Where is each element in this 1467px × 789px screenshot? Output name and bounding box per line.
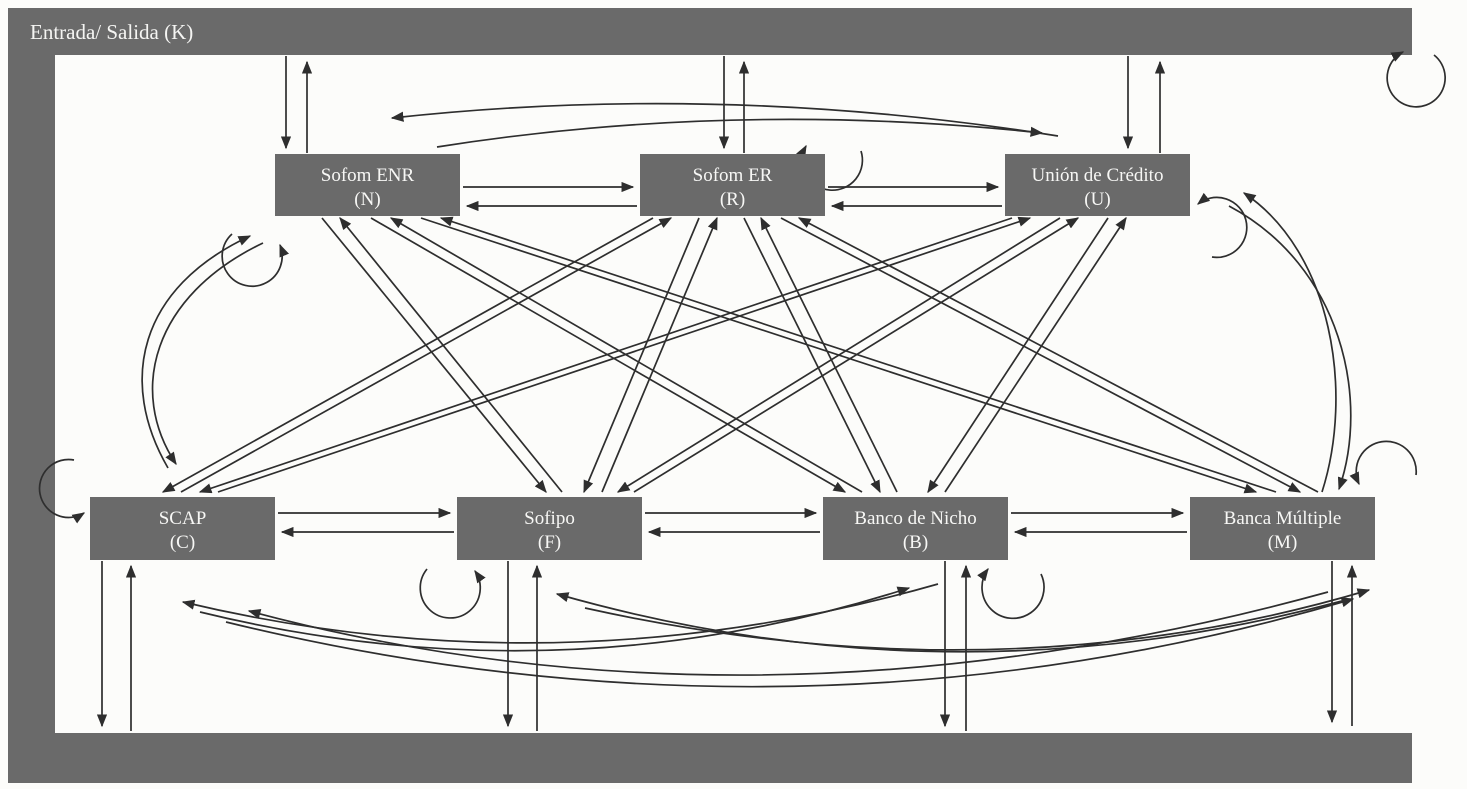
- node-label-N: Sofom ENR: [321, 165, 415, 186]
- edge-U-to-F: [616, 217, 1061, 493]
- node-box-R: [640, 154, 825, 216]
- edge-U-to-B: [927, 217, 1109, 494]
- node-sublabel-U: (U): [1084, 189, 1110, 210]
- node-sublabel-C: (C): [170, 532, 195, 553]
- edge-B-to-U: [944, 216, 1127, 493]
- edge-F-to-R: [601, 216, 718, 493]
- edge-C-to-M: [225, 597, 1355, 688]
- edges-layer: [96, 56, 1371, 731]
- self-loop-N: [221, 233, 289, 288]
- edge-N-to-U: [436, 118, 1044, 148]
- node-label-R: Sofom ER: [693, 165, 773, 186]
- node-box-N: [275, 154, 460, 216]
- self-loop-C: [38, 458, 86, 524]
- edge-R-to-F: [583, 217, 700, 494]
- self-loop-K: [1386, 51, 1446, 108]
- node-R: Sofom ER (R): [640, 154, 825, 216]
- frame-left-bar: [8, 8, 55, 783]
- edge-R-to-M: [780, 217, 1302, 493]
- self-loop-F: [419, 568, 486, 619]
- self-loop-B: [977, 567, 1045, 620]
- node-sublabel-F: (F): [538, 532, 561, 553]
- edge-C-to-R: [180, 217, 673, 493]
- node-box-U: [1005, 154, 1190, 216]
- frame-bottom-bar: [8, 733, 1412, 783]
- node-box-M: [1190, 497, 1375, 560]
- edge-C-to-U: [217, 216, 1032, 493]
- edge-U-to-M: [1228, 205, 1352, 491]
- node-sublabel-M: (M): [1268, 532, 1298, 553]
- edge-M-to-U: [1242, 192, 1337, 493]
- self-loop-U: [1197, 192, 1248, 259]
- frame-title: Entrada/ Salida (K): [30, 20, 193, 44]
- node-sublabel-N: (N): [354, 189, 380, 210]
- edge-M-to-N: [439, 216, 1277, 493]
- edge-R-to-C: [161, 217, 654, 493]
- edge-M-to-R: [797, 217, 1319, 493]
- edge-F-to-U: [633, 217, 1080, 493]
- nodes-layer: Sofom ENR (N) Sofom ER (R) Unión de Crédito (…: [90, 154, 1375, 560]
- node-box-C: [90, 497, 275, 560]
- self-loop-M: [1349, 440, 1418, 486]
- node-label-U: Unión de Crédito: [1032, 165, 1164, 186]
- node-sublabel-B: (B): [903, 532, 928, 553]
- node-F: Sofipo (F): [457, 497, 642, 560]
- edge-F-to-M: [584, 588, 1371, 651]
- edge-U-to-C: [198, 217, 1013, 494]
- edge-U-to-N: [390, 102, 1059, 137]
- edge-N-to-F: [321, 217, 547, 493]
- edge-C-to-B: [199, 586, 911, 652]
- frame-top-bar: [8, 8, 1412, 55]
- edge-F-to-N: [339, 217, 563, 493]
- edge-B-to-C: [181, 583, 939, 644]
- edge-M-to-F: [555, 592, 1343, 653]
- edge-M-to-C: [247, 591, 1329, 676]
- node-N: Sofom ENR (N): [275, 154, 460, 216]
- node-box-F: [457, 497, 642, 560]
- edge-B-to-R: [760, 216, 898, 493]
- edge-C-to-N: [141, 235, 252, 469]
- node-M: Banca Múltiple (M): [1190, 497, 1375, 560]
- node-U: Unión de Crédito (U): [1005, 154, 1190, 216]
- edge-R-to-B: [743, 217, 881, 494]
- node-C: SCAP (C): [90, 497, 275, 560]
- edge-N-to-C: [151, 242, 264, 466]
- node-label-M: Banca Múltiple: [1224, 508, 1342, 529]
- node-label-F: Sofipo: [524, 508, 575, 529]
- node-box-B: [823, 497, 1008, 560]
- node-label-B: Banco de Nicho: [854, 508, 976, 529]
- node-label-C: SCAP: [159, 508, 207, 529]
- node-sublabel-R: (R): [720, 189, 745, 210]
- self-loops-layer: [38, 51, 1446, 620]
- node-B: Banco de Nicho (B): [823, 497, 1008, 560]
